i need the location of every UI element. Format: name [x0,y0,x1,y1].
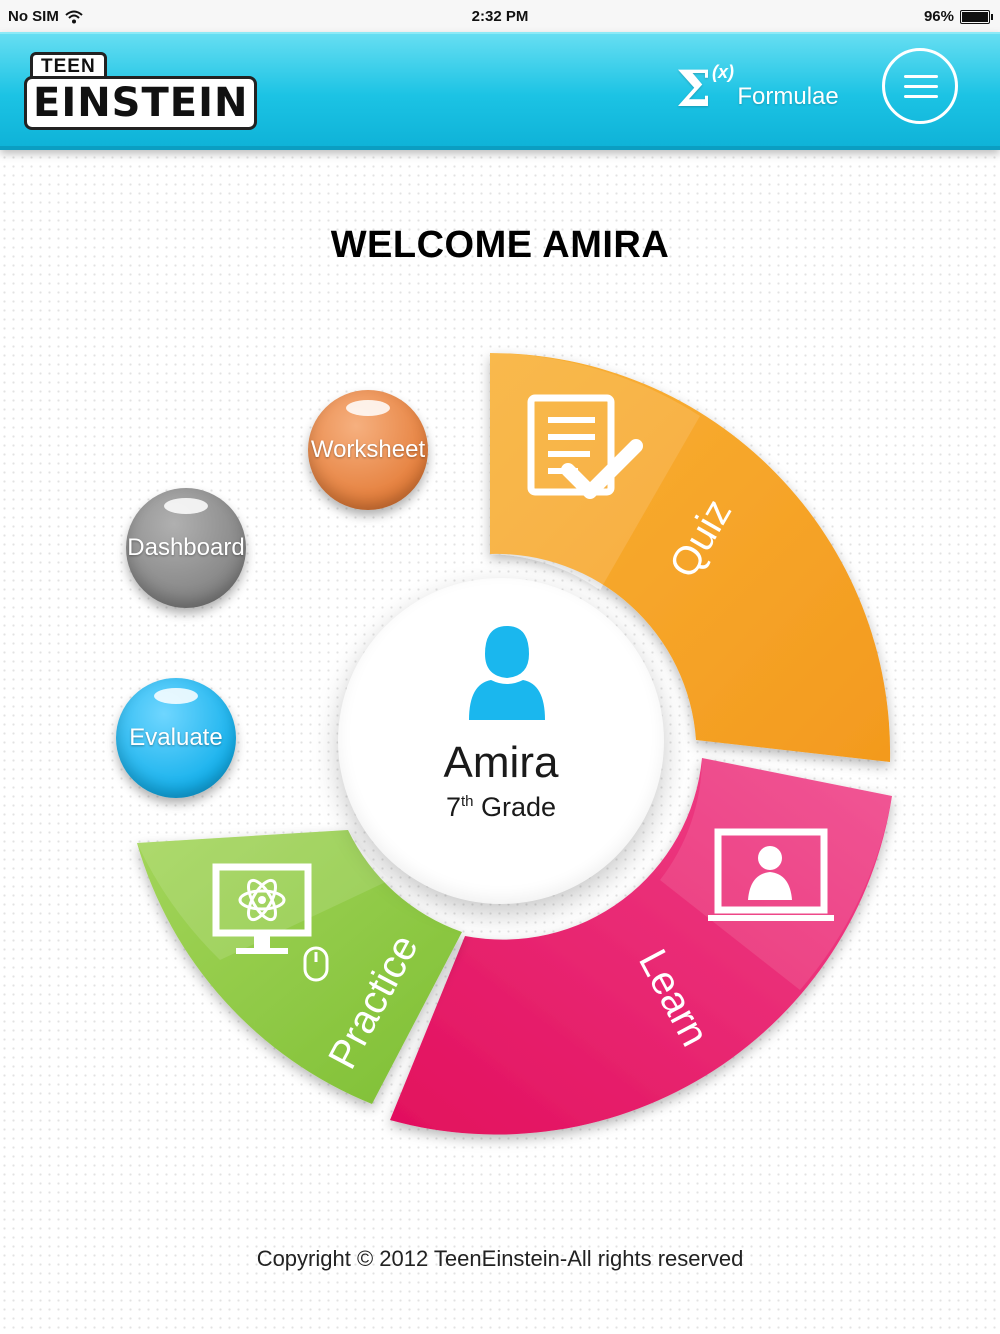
battery-percent: 96% [923,8,954,25]
grade-suffix: th [460,793,474,810]
menu-line-icon [904,95,938,98]
worksheet-button[interactable]: Worksheet [308,390,428,510]
clock: 2:32 PM [471,8,529,25]
practice-computer-icon [212,863,329,982]
teen-einstein-logo[interactable]: TEEN EINSTEIN [24,52,264,130]
status-left: No SIM [8,8,83,25]
formulae-button[interactable]: Σ (x) Formulae [676,56,866,122]
menu-line-icon [904,75,938,78]
menu-line-icon [904,85,938,88]
logo-main-text: EINSTEIN [24,76,258,130]
user-name: Amira [443,738,559,787]
battery-icon [960,9,993,24]
worksheet-label: Worksheet [310,436,426,463]
user-avatar-icon [469,626,545,720]
dashboard-button[interactable]: Dashboard [126,488,246,608]
sigma-icon: Σ [676,59,712,118]
wifi-icon [65,10,83,23]
copyright-text: Copyright © 2012 TeenEinstein-All rights… [256,1246,744,1271]
status-right: 96% [923,8,993,25]
fx-superscript: (x) [712,62,734,82]
learn-presenter-icon [708,828,834,921]
evaluate-label: Evaluate [129,724,223,751]
profile-disc[interactable]: Amira 7th Grade [338,578,664,904]
user-grade: 7th Grade [338,792,664,823]
grade-number: 7 [445,792,461,822]
formulae-label: Formulae [737,83,839,110]
quiz-segment[interactable]: Quiz [490,352,891,762]
carrier-label: No SIM [8,8,59,25]
quiz-document-icon [527,394,643,499]
evaluate-button[interactable]: Evaluate [116,678,236,798]
welcome-title: WELCOME AMIRA [330,224,670,266]
hamburger-menu-button[interactable] [882,48,958,124]
grade-word: Grade [481,792,557,822]
dashboard-label: Dashboard [127,534,245,561]
app-header: TEEN EINSTEIN Σ (x) Formulae [0,32,1000,150]
learn-segment[interactable]: Learn [390,758,892,1135]
status-bar: No SIM 2:32 PM 96% [0,0,1000,33]
